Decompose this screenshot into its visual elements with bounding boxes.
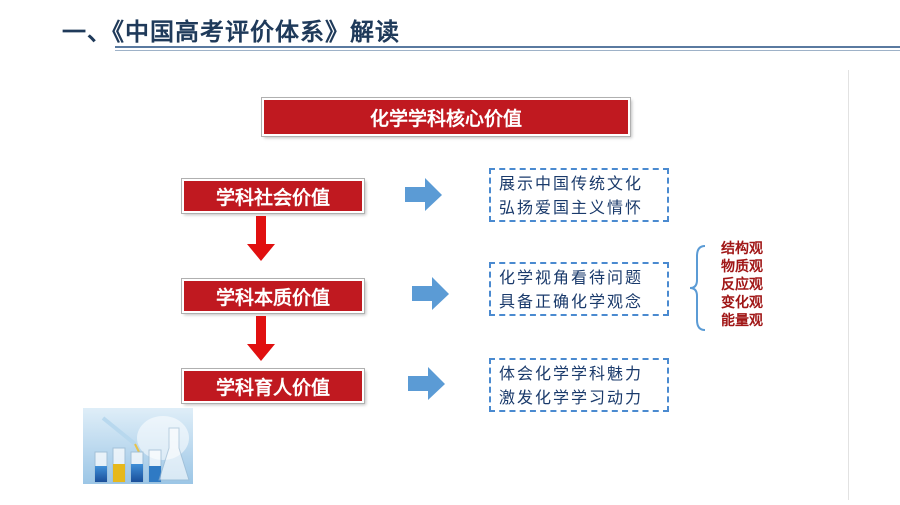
desc-line: 具备正确化学观念 [499,292,644,311]
desc-line: 激发化学学习动力 [499,388,644,407]
curly-brace-icon [689,245,706,331]
title-underline-thin [115,50,900,51]
desc-box-essential: 化学视角看待问题 具备正确化学观念 [489,262,669,316]
right-arrow-icon [408,367,445,400]
right-arrow-icon [405,178,442,211]
down-arrow-icon [247,216,275,261]
panel-divider [848,70,849,500]
desc-box-social: 展示中国传统文化 弘扬爱国主义情怀 [489,168,669,222]
view-item: 反应观 [721,277,763,293]
views-list: 结构观 物质观 反应观 变化观 能量观 [721,240,763,330]
value-box-educational: 学科育人价值 [182,369,364,403]
desc-line: 展示中国传统文化 [499,174,644,193]
view-item: 能量观 [721,313,763,329]
right-arrow-icon [412,277,449,310]
down-arrow-icon [247,316,275,361]
desc-line: 体会化学学科魅力 [499,364,644,383]
desc-box-educational: 体会化学学科魅力 激发化学学习动力 [489,358,669,412]
lab-glassware-image [83,408,193,484]
desc-line: 化学视角看待问题 [499,268,644,287]
core-value-box: 化学学科核心价值 [262,98,630,136]
value-box-social: 学科社会价值 [182,179,364,213]
view-item: 结构观 [721,241,763,257]
view-item: 变化观 [721,295,763,311]
slide-title: 一、《中国高考评价体系》解读 [62,18,400,46]
view-item: 物质观 [721,259,763,275]
desc-line: 弘扬爱国主义情怀 [499,198,644,217]
title-underline [115,46,900,48]
value-box-essential: 学科本质价值 [182,279,364,313]
